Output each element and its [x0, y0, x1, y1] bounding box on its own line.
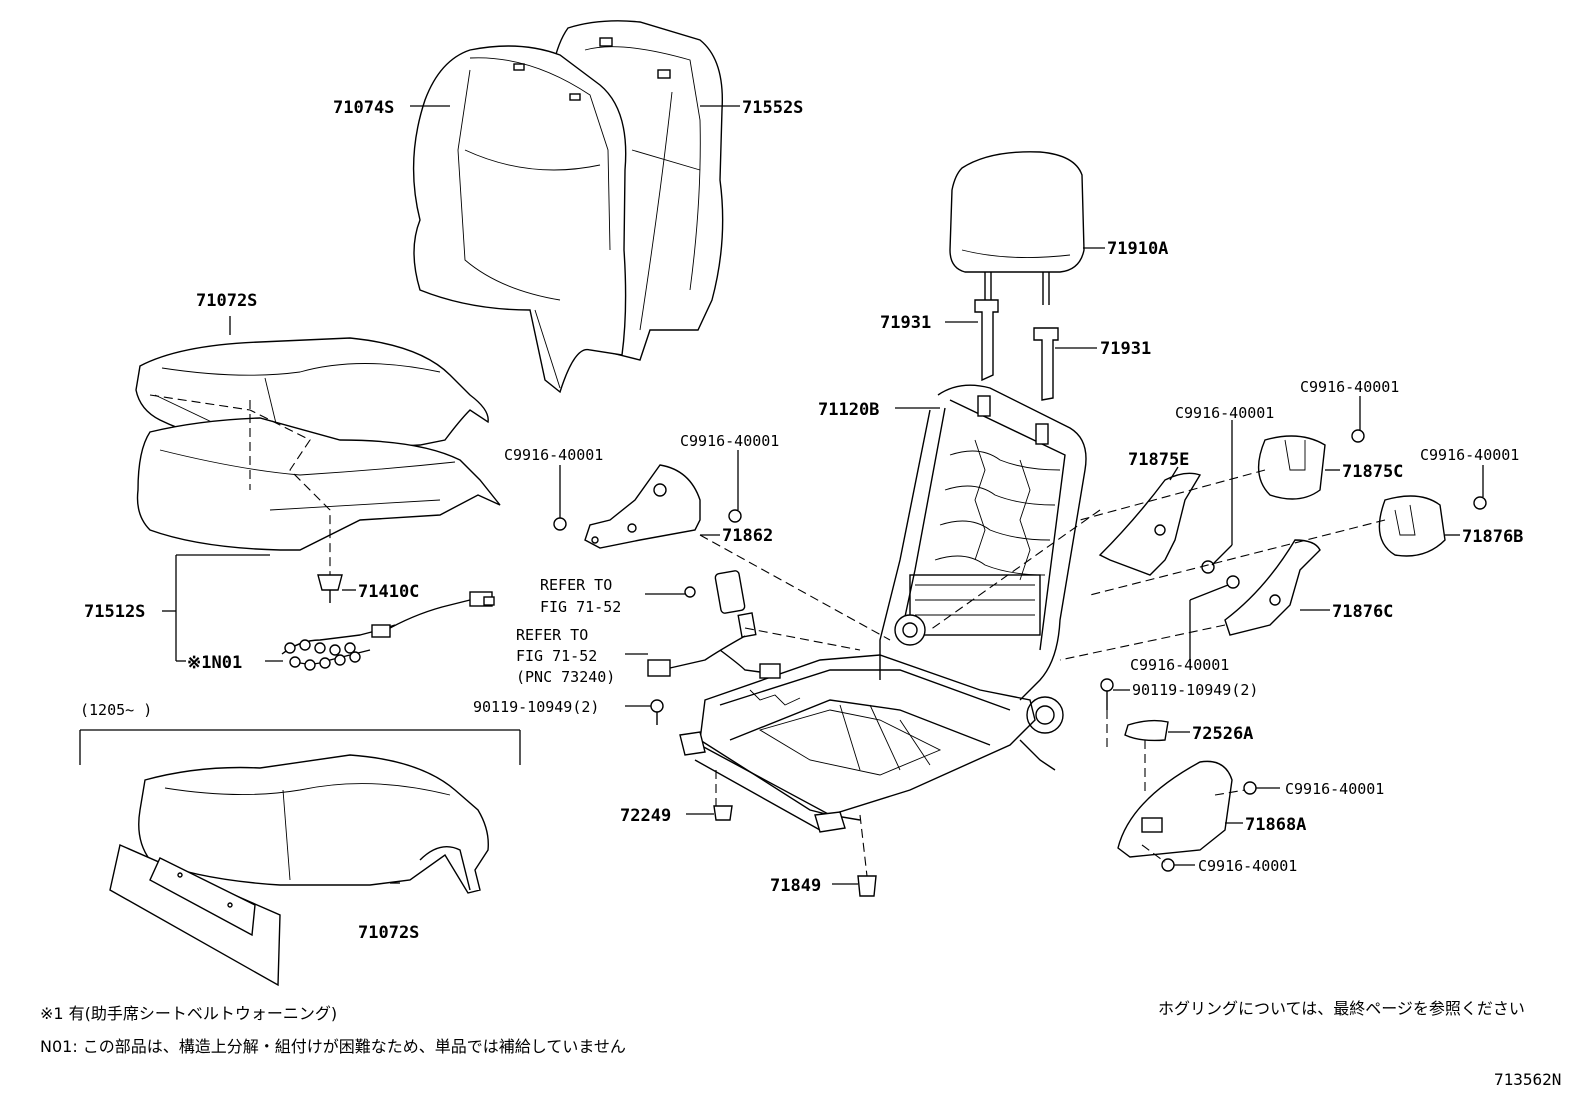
label-refer2-line1: REFER TO — [516, 626, 588, 644]
label-72526A: 72526A — [1192, 724, 1253, 744]
label-71072S-top: 71072S — [196, 291, 257, 311]
label-c9916-far-right: C9916-40001 — [1420, 446, 1519, 464]
seat-cushion-cover-71072S-bottom — [109, 754, 489, 987]
label-71876C: 71876C — [1332, 602, 1393, 622]
label-71512S: 71512S — [84, 602, 145, 622]
label-71875E: 71875E — [1128, 450, 1189, 470]
label-refer2-line3: (PNC 73240) — [516, 668, 615, 686]
figure-id: 713562N — [1494, 1070, 1562, 1089]
label-71931-left: 71931 — [880, 313, 931, 333]
label-71074S: 71074S — [333, 98, 394, 118]
bracket-71862 — [584, 464, 701, 549]
label-bolt-right: 90119-10949(2) — [1132, 681, 1258, 699]
hinge-cover-71875C — [1257, 435, 1326, 500]
label-71875C: 71875C — [1342, 462, 1403, 482]
label-N01: ※1N01 — [187, 653, 242, 673]
headrest-guide-left — [974, 299, 999, 382]
screw-set — [553, 429, 1487, 897]
seat-cushion-pad-71512S — [136, 417, 501, 551]
leader-lines — [162, 105, 1484, 885]
footnote-seatbelt-warning: ※1 有(助手席シートベルトウォーニング) — [40, 1004, 338, 1023]
label-c9916-left-bracket-2: C9916-40001 — [680, 432, 779, 450]
label-refer2-line2: FIG 71-52 — [516, 647, 597, 665]
release-handle-72526A — [1124, 719, 1169, 742]
label-refer1-line1: REFER TO — [540, 576, 612, 594]
label-71876B: 71876B — [1462, 527, 1523, 547]
label-71410C: 71410C — [358, 582, 419, 602]
headrest-71910A — [949, 151, 1085, 305]
hinge-cover-71876C — [1224, 539, 1321, 636]
hog-ring-note: ホグリングについては、最終ページを参照ください — [1158, 999, 1525, 1018]
label-71910A: 71910A — [1107, 239, 1168, 259]
cushion-dash-guide — [149, 394, 331, 575]
seatbelt-warning-sensor-N01 — [281, 591, 495, 671]
label-c9916-left-bracket: C9916-40001 — [504, 446, 603, 464]
label-c9916-top-right: C9916-40001 — [1300, 378, 1399, 396]
seat-frame-71120B — [679, 384, 1087, 833]
label-bolt-left: 90119-10949(2) — [473, 698, 599, 716]
label-c9916-lower-mid: C9916-40001 — [1130, 656, 1229, 674]
part-labels: 71074S 71552S 71910A 71931 71931 71072S … — [80, 98, 1523, 943]
headrest-guide-right — [1033, 327, 1059, 401]
label-72249: 72249 — [620, 806, 671, 826]
clip-71410C — [317, 574, 343, 603]
label-71862: 71862 — [722, 526, 773, 546]
label-c9916-cover-bottom: C9916-40001 — [1198, 857, 1297, 875]
label-refer1-line2: FIG 71-52 — [540, 598, 621, 616]
recliner-cover-71868A — [1117, 760, 1233, 858]
label-71868A: 71868A — [1245, 815, 1306, 835]
label-c9916-mid: C9916-40001 — [1175, 404, 1274, 422]
seatback-cover-71074S — [412, 45, 627, 394]
footnote-n01: N01: この部品は、構造上分解・組付けが困難なため、単品では補給していません — [40, 1037, 626, 1056]
hinge-cover-71876B — [1378, 495, 1446, 557]
assembly-dashed-lines — [699, 469, 1386, 877]
label-c9916-cover-top: C9916-40001 — [1285, 780, 1384, 798]
label-71931-right: 71931 — [1100, 339, 1151, 359]
label-71072S-bottom: 71072S — [358, 923, 419, 943]
label-71849: 71849 — [770, 876, 821, 896]
hinge-cover-71875E — [1098, 472, 1202, 576]
label-range: (1205~ ) — [80, 701, 152, 719]
label-71552S: 71552S — [742, 98, 803, 118]
seatbelt-buckle — [647, 570, 781, 679]
label-71120B: 71120B — [818, 400, 879, 420]
